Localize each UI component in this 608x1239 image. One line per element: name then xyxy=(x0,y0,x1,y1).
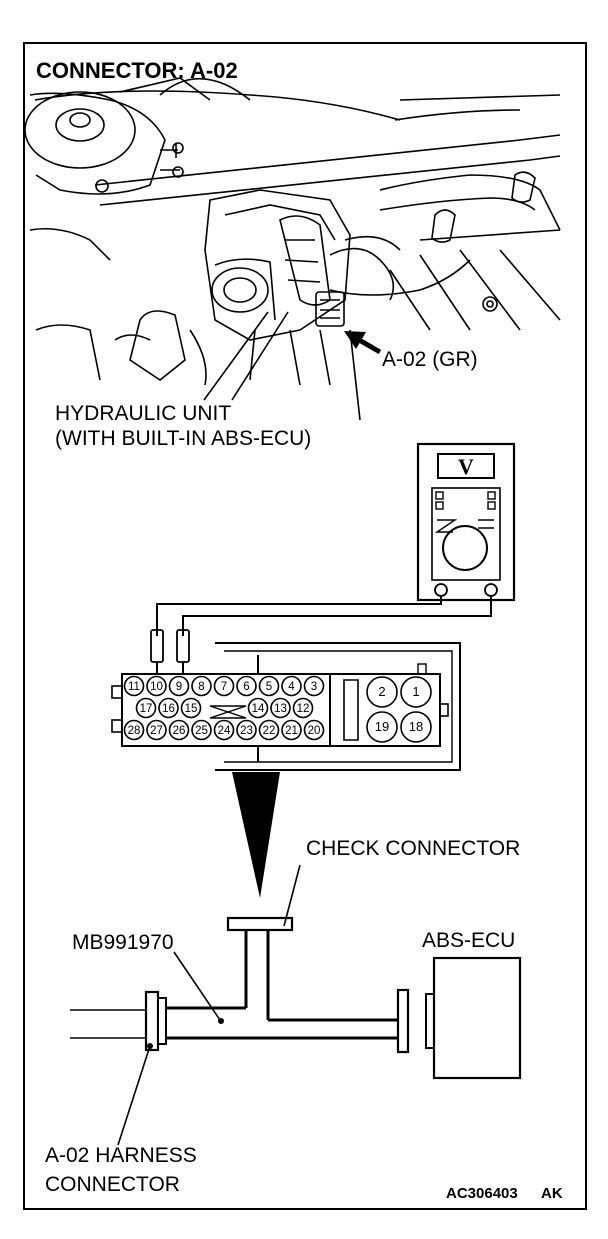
pin-5 xyxy=(258,675,280,697)
voltmeter xyxy=(416,442,516,602)
pin-4 xyxy=(281,675,302,697)
pin-27 xyxy=(146,719,167,741)
pin-label-17: 17 xyxy=(140,703,153,715)
pin-28 xyxy=(123,719,145,741)
harness-connector-sublabel: CONNECTOR xyxy=(45,1173,180,1196)
voltmeter-mode: V xyxy=(458,454,474,479)
pin-label-11: 11 xyxy=(128,681,140,693)
abs-ecu-label: ABS-ECU xyxy=(422,929,515,952)
pin-label-2: 2 xyxy=(378,684,385,699)
pin-13 xyxy=(270,697,291,719)
pin-17 xyxy=(135,697,157,719)
pin-label-8: 8 xyxy=(198,681,204,693)
pin-23 xyxy=(236,719,257,741)
pin-label-26: 26 xyxy=(173,725,186,737)
pin-label-19: 19 xyxy=(375,719,389,734)
pin-label-24: 24 xyxy=(218,725,231,737)
harness-connector-label: A-02 HARNESS xyxy=(45,1144,197,1167)
pin-label-15: 15 xyxy=(185,703,198,715)
pin-8 xyxy=(191,675,212,697)
check-connector xyxy=(226,916,294,932)
connector-callout-label: A-02 (GR) xyxy=(382,348,478,371)
pin-label-1: 1 xyxy=(412,684,419,699)
pin-1 xyxy=(400,676,432,708)
pin-24 xyxy=(213,719,235,741)
pin-label-28: 28 xyxy=(128,725,141,737)
pin-25 xyxy=(191,719,212,741)
pin-16 xyxy=(158,697,179,719)
pin-label-27: 27 xyxy=(150,725,163,737)
check-connector-label: CHECK CONNECTOR xyxy=(306,837,520,860)
pin-label-10: 10 xyxy=(150,681,163,693)
hydraulic-unit-leader-lines xyxy=(203,311,289,401)
pin-2 xyxy=(366,676,398,708)
pin-20 xyxy=(303,719,325,741)
harness-connector-plate xyxy=(144,990,160,1052)
hydraulic-unit-label: HYDRAULIC UNIT xyxy=(55,402,231,425)
pin-label-4: 4 xyxy=(288,681,295,693)
pin-7 xyxy=(213,675,235,697)
voltmeter-body xyxy=(416,442,516,602)
ecu-side-plate xyxy=(396,988,410,1054)
figure-code-suffix: AK xyxy=(541,1185,563,1202)
check-connector-leader xyxy=(283,864,301,927)
pin-19 xyxy=(366,711,398,743)
pin-14 xyxy=(247,697,269,719)
pin-label-9: 9 xyxy=(176,681,182,693)
pin-11 xyxy=(123,675,145,697)
pin-label-16: 16 xyxy=(162,703,175,715)
pin-label-13: 13 xyxy=(274,703,287,715)
pin-label-12: 12 xyxy=(297,703,310,715)
pin-label-20: 20 xyxy=(308,725,321,737)
voltmeter-display xyxy=(437,453,495,479)
hydraulic-unit-sublabel: (WITH BUILT-IN ABS-ECU) xyxy=(55,427,311,450)
harness-connector-leader xyxy=(117,1045,151,1146)
pin-6 xyxy=(236,675,257,697)
engine-bay-illustration xyxy=(24,77,561,421)
pin-3 xyxy=(303,675,325,697)
pin-10 xyxy=(146,675,167,697)
pin-21 xyxy=(281,719,302,741)
pin-label-14: 14 xyxy=(252,703,265,715)
pin-label-6: 6 xyxy=(243,681,249,693)
pointer-triangle xyxy=(232,772,280,898)
figure-frame xyxy=(23,42,587,1210)
voltmeter-dial xyxy=(442,525,488,571)
pin-22 xyxy=(258,719,280,741)
pin-label-5: 5 xyxy=(266,681,272,693)
pin-label-21: 21 xyxy=(285,725,298,737)
tool-label: MB991970 xyxy=(72,931,174,954)
pin-15 xyxy=(180,697,202,719)
pin-12 xyxy=(292,697,314,719)
pin-26 xyxy=(168,719,190,741)
connector-callout-arrow xyxy=(344,331,382,355)
harness-schematic xyxy=(70,864,522,1146)
pin-label-7: 7 xyxy=(221,681,227,693)
pin-18 xyxy=(400,711,432,743)
test-leads xyxy=(150,596,492,676)
pin-label-25: 25 xyxy=(195,725,208,737)
tool-leader xyxy=(173,951,221,1021)
pin-9 xyxy=(168,675,190,697)
abs-ecu-box xyxy=(432,956,522,1080)
pin-label-18: 18 xyxy=(409,719,423,734)
pin-label-22: 22 xyxy=(263,725,276,737)
pin-label-3: 3 xyxy=(311,681,317,693)
figure-code: AC306403 xyxy=(446,1185,518,1202)
pin-label-23: 23 xyxy=(240,725,253,737)
